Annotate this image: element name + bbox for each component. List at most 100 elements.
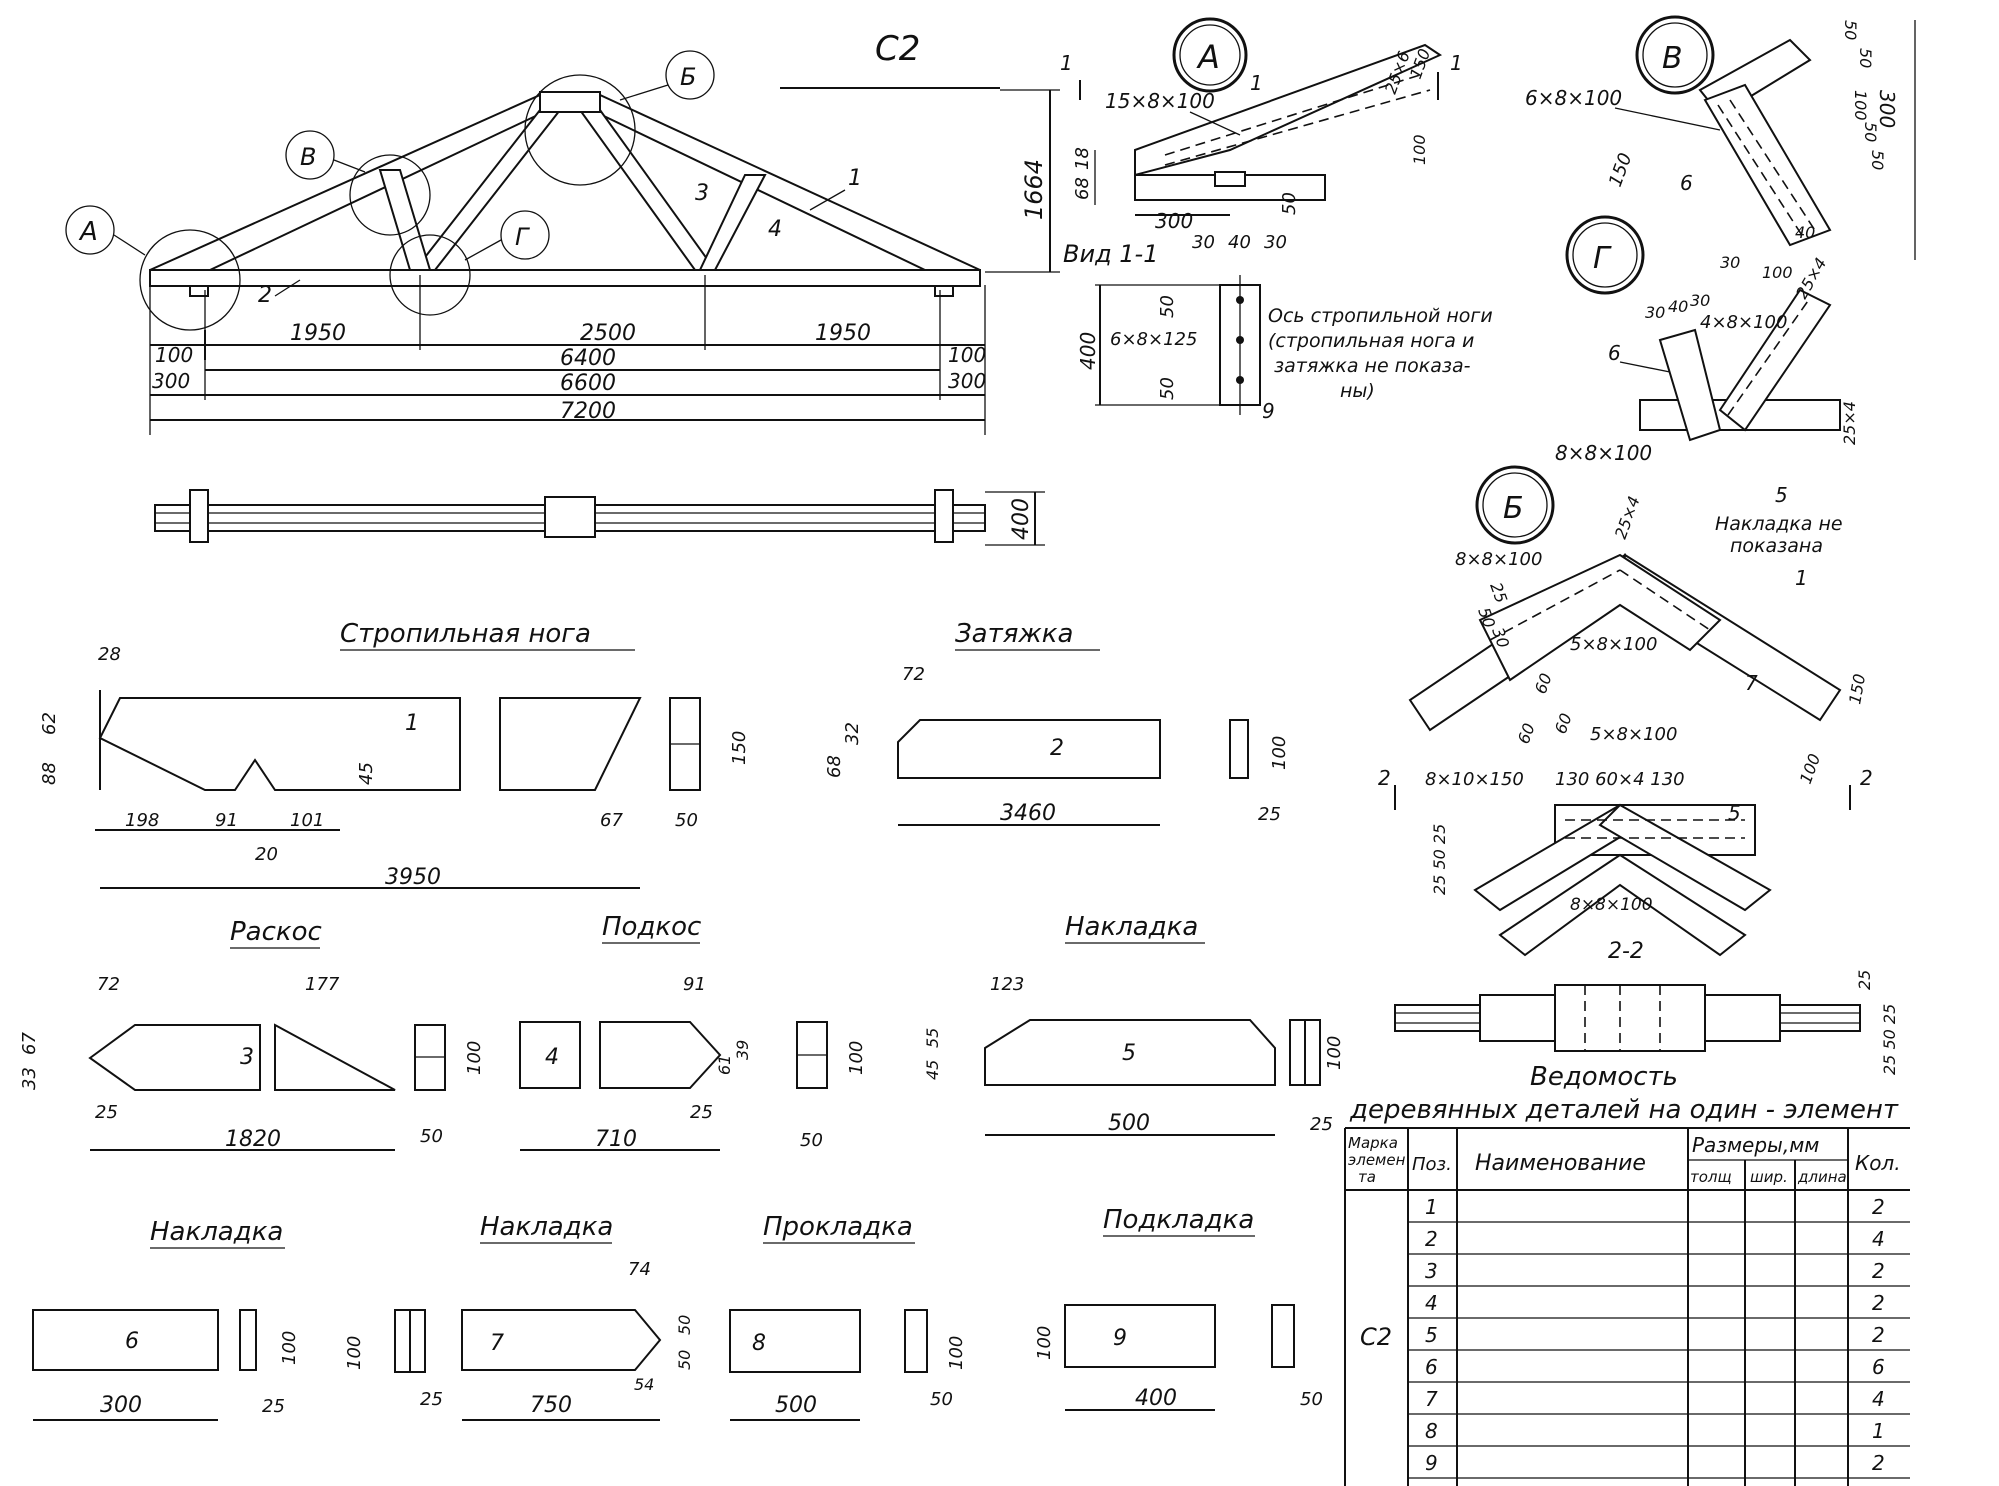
schedule-row-pos: 1 — [1425, 1195, 1438, 1219]
node-b-item5: 5 — [1775, 483, 1788, 507]
schedule-row-pos: 3 — [1425, 1259, 1438, 1283]
node-a-member: 1 — [1250, 71, 1263, 95]
schedule-row-qty: 2 — [1872, 1451, 1885, 1475]
node-g-d30b: 30 — [1690, 291, 1710, 310]
node-a-bolt: 15×8×100 — [1105, 89, 1215, 113]
node-b-d150: 150 — [1845, 672, 1869, 705]
part-spacer8-d100: 100 — [946, 1336, 967, 1370]
node-b-d60b: 60 — [1514, 721, 1539, 747]
part-strut-d50: 50 — [800, 1130, 823, 1151]
schedule-title-1: Ведомость — [1530, 1062, 1678, 1092]
dim-off-300-l: 300 — [152, 369, 190, 393]
part-tie-d32: 32 — [842, 722, 863, 745]
part-plate6-d300: 300 — [100, 1393, 142, 1418]
section-2-2-top-dims: 130 60×4 130 — [1555, 769, 1685, 790]
dim-span-7200: 7200 — [560, 399, 616, 424]
part-strut-d39: 39 — [733, 1040, 752, 1060]
part-tie-d25: 25 — [1258, 804, 1281, 825]
schedule-row-qty: 6 — [1872, 1355, 1885, 1379]
node-g-bolt1: 4×8×100 — [1700, 312, 1787, 333]
part-tie-d3460: 3460 — [1000, 801, 1056, 826]
part-plate5-d123: 123 — [990, 974, 1024, 995]
part-plate7-d750: 750 — [530, 1393, 572, 1418]
part-strut-d91: 91 — [683, 974, 706, 995]
part-plate7-num: 7 — [490, 1331, 504, 1356]
part-tie-d100: 100 — [1269, 736, 1290, 770]
part-plate7-d50a: 50 — [675, 1315, 694, 1335]
part-plate7-d74: 74 — [628, 1259, 651, 1280]
node-v-item: 6 — [1680, 171, 1693, 195]
part-rafter-d150: 150 — [729, 731, 750, 765]
section-2-2-left-dims: 25 50 25 — [1430, 824, 1449, 895]
dim-span-6400: 6400 — [560, 346, 616, 371]
truss-member-1: 1 — [848, 166, 862, 191]
part-brace-num: 3 — [240, 1045, 254, 1070]
part-brace: Раскос 3 72 177 33 67 25 1820 100 50 — [19, 917, 485, 1152]
view-1-1-top30b: 30 — [1264, 232, 1287, 253]
part-plate7-d100: 100 — [344, 1336, 365, 1370]
part-plate5-d55: 55 — [923, 1028, 942, 1048]
part-strut: Подкос 4 91 61 39 25 710 100 50 — [519, 912, 867, 1152]
schedule-header-mark-3: та — [1358, 1168, 1376, 1186]
node-v-label: В — [1662, 41, 1683, 76]
part-plate6-num: 6 — [125, 1329, 139, 1354]
schedule-header-length: длина — [1797, 1168, 1847, 1186]
part-pad9-title: Подкладка — [1103, 1205, 1254, 1235]
node-v-bolt: 6×8×100 — [1525, 86, 1622, 110]
node-a-d50: 50 — [1279, 192, 1300, 215]
part-rafter-d20: 20 — [255, 844, 278, 865]
node-a-section-mark-l: 1 — [1060, 51, 1073, 75]
part-strut-d710: 710 — [595, 1127, 637, 1152]
view-1-1: Вид 1-1 400 50 50 6×8×125 30 40 30 9 Ось… — [1063, 232, 1493, 423]
part-brace-d1820: 1820 — [225, 1127, 281, 1152]
part-brace-d67: 67 — [19, 1032, 40, 1055]
part-strut-num: 4 — [545, 1045, 559, 1070]
node-b-plan: 25 25 50 25 — [1394, 970, 1899, 1075]
part-tie-title: Затяжка — [955, 619, 1073, 649]
node-b-label: Б — [1503, 491, 1524, 526]
part-brace-d72: 72 — [97, 974, 120, 995]
node-a-detail: А 15×8×100 1 150 25×6 100 68 18 300 50 1… — [1060, 17, 1463, 233]
node-b-bolt3: 5×8×100 — [1590, 724, 1677, 745]
schedule-header-pos: Поз. — [1412, 1154, 1452, 1175]
schedule-header-mark-1: Марка — [1348, 1134, 1398, 1152]
part-plate6-d100: 100 — [279, 1331, 300, 1365]
node-b-bolt1: 8×8×100 — [1455, 549, 1542, 570]
schedule-row-pos: 2 — [1425, 1227, 1438, 1251]
part-rafter-d62: 62 — [39, 712, 60, 735]
node-a-d100: 100 — [1410, 134, 1429, 165]
dim-right-panel: 1950 — [815, 321, 871, 346]
schedule-row-qty: 2 — [1872, 1195, 1885, 1219]
part-plate5-d45: 45 — [923, 1060, 942, 1080]
node-b-item7: 7 — [1745, 671, 1758, 695]
view-1-1-d50b: 50 — [1157, 377, 1178, 400]
part-plate6-d25: 25 — [262, 1396, 285, 1417]
view-1-1-note-3: затяжка не показа- — [1274, 355, 1471, 377]
view-1-1-bolt: 6×8×125 — [1110, 329, 1197, 350]
truss-member-3: 3 — [695, 181, 709, 206]
node-b-d60a: 60 — [1531, 671, 1556, 697]
part-brace-title: Раскос — [230, 917, 322, 947]
part-plate5-num: 5 — [1122, 1041, 1136, 1066]
view-1-1-top30a: 30 — [1192, 232, 1215, 253]
plan-width-dim: 400 — [1009, 498, 1034, 540]
schedule-row-qty: 2 — [1872, 1323, 1885, 1347]
dim-left-panel: 1950 — [290, 321, 346, 346]
part-rafter-d45: 45 — [356, 762, 377, 785]
node-g-d40b: 40 — [1795, 223, 1815, 242]
part-pad9-num: 9 — [1113, 1326, 1127, 1351]
schedule-row-pos: 6 — [1425, 1355, 1438, 1379]
truss-callout-b: Б — [680, 63, 696, 91]
dim-off-100-r: 100 — [948, 343, 986, 367]
schedule-header-sizes: Размеры,мм — [1692, 1133, 1819, 1157]
schedule-row-pos: 5 — [1425, 1323, 1438, 1347]
truss-callout-g: Г — [515, 223, 530, 251]
part-pad9-d400: 400 — [1135, 1386, 1177, 1411]
schedule-row-qty: 4 — [1872, 1227, 1885, 1251]
view-1-1-top40: 40 — [1228, 232, 1251, 253]
part-tie-num: 2 — [1050, 736, 1064, 761]
node-v-d300: 300 — [1875, 90, 1899, 128]
node-g-bolt2: 8×8×100 — [1555, 441, 1652, 465]
schedule-row-pos: 4 — [1425, 1291, 1438, 1315]
